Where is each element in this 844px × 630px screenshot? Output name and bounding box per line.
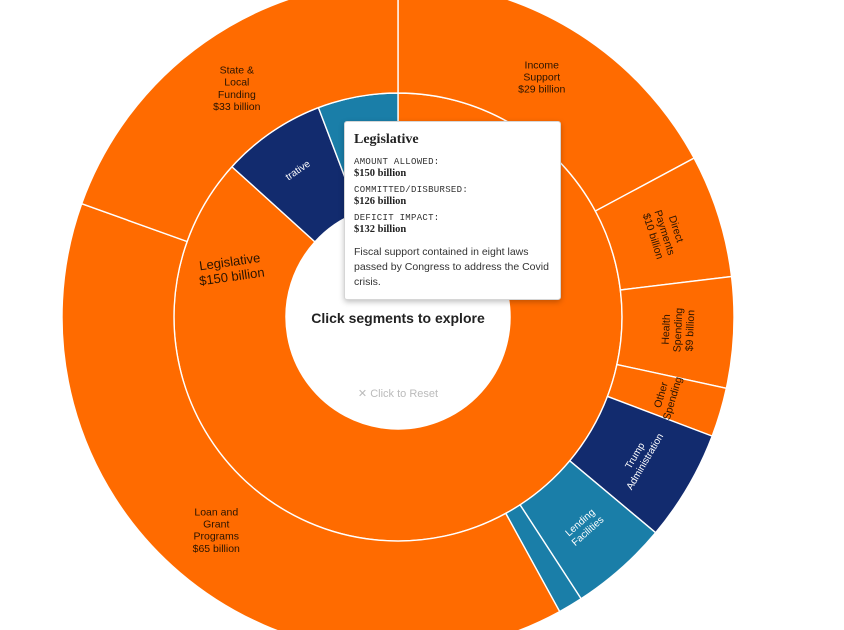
outer-label-health-spending: HealthSpending$9 billion bbox=[659, 307, 697, 353]
committed-value: $126 billion bbox=[354, 196, 407, 207]
committed-label: COMMITTED/DISBURSED: bbox=[354, 185, 469, 195]
amount-allowed-value: $150 billion bbox=[354, 168, 407, 179]
outer-segment-state-local-funding[interactable] bbox=[80, 0, 399, 243]
tooltip-panel: Legislative AMOUNT ALLOWED: $150 billion… bbox=[344, 121, 561, 300]
deficit-value: $132 billion bbox=[354, 224, 407, 235]
outer-segment-loan-and-grant-programs[interactable] bbox=[61, 202, 561, 630]
tooltip-title: Legislative bbox=[354, 132, 419, 147]
tooltip-description: Fiscal support contained in eight laws p… bbox=[354, 246, 549, 288]
amount-allowed-label: AMOUNT ALLOWED: bbox=[354, 157, 440, 167]
reset-button[interactable]: ✕ Click to Reset bbox=[358, 388, 438, 400]
deficit-label: DEFICIT IMPACT: bbox=[354, 213, 440, 223]
center-prompt: Click segments to explore bbox=[311, 310, 485, 326]
